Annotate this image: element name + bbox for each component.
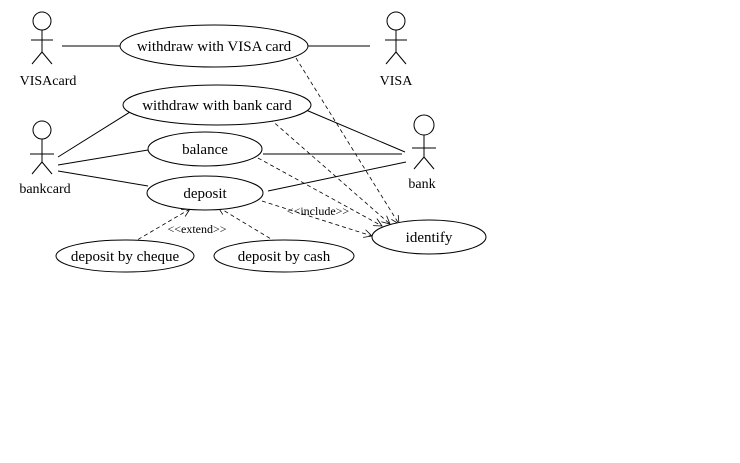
- actor-label-bankcard: bankcard: [19, 182, 70, 197]
- include-deposit-identify: [261, 200, 373, 238]
- association-bankcard-balance: [57, 149, 149, 166]
- actor-visa: VISA: [380, 11, 414, 89]
- use-case-label-deposit-cash: deposit by cash: [238, 249, 331, 265]
- use-case-label-withdraw-visa: withdraw with VISA card: [137, 39, 292, 55]
- actor-bank: bank: [408, 114, 436, 192]
- use-case-label-balance: balance: [182, 142, 228, 158]
- extend-cheque-deposit: [131, 208, 191, 244]
- use-case-deposit-cheque: deposit by cheque: [55, 239, 195, 273]
- include-withdraw-bank-identify: [269, 118, 391, 225]
- actor-label-visacard: VISAcard: [20, 74, 77, 89]
- use-case-withdraw-visa: withdraw with VISA card: [119, 24, 309, 68]
- include-balance-identify: [257, 157, 383, 227]
- actor-bankcard: bankcard: [19, 120, 71, 197]
- use-case-identify: identify: [371, 219, 487, 255]
- stereotype-extend-label: <<extend>>: [167, 222, 226, 236]
- use-case-deposit: deposit: [146, 175, 264, 211]
- use-case-withdraw-bank: withdraw with bank card: [122, 84, 312, 126]
- association-bankcard-withdraw-bank: [57, 111, 131, 158]
- include-withdraw-visa-identify: [295, 57, 400, 225]
- association-deposit-bank: [267, 161, 407, 192]
- stereotype-include-label: <<include>>: [287, 204, 350, 218]
- use-case-label-deposit-cheque: deposit by cheque: [71, 249, 180, 265]
- actor-label-bank: bank: [408, 177, 435, 192]
- actor-label-visa: VISA: [380, 74, 414, 89]
- use-case-label-identify: identify: [406, 230, 453, 246]
- use-case-balance: balance: [147, 131, 263, 167]
- use-case-label-withdraw-bank: withdraw with bank card: [142, 98, 292, 114]
- actor-visacard: VISAcard: [20, 11, 77, 89]
- use-case-label-deposit: deposit: [183, 186, 227, 202]
- association-withdraw-bank-bank: [305, 109, 406, 153]
- association-bankcard-deposit: [57, 170, 149, 187]
- extend-cash-deposit: [217, 206, 277, 243]
- use-case-deposit-cash: deposit by cash: [213, 239, 355, 273]
